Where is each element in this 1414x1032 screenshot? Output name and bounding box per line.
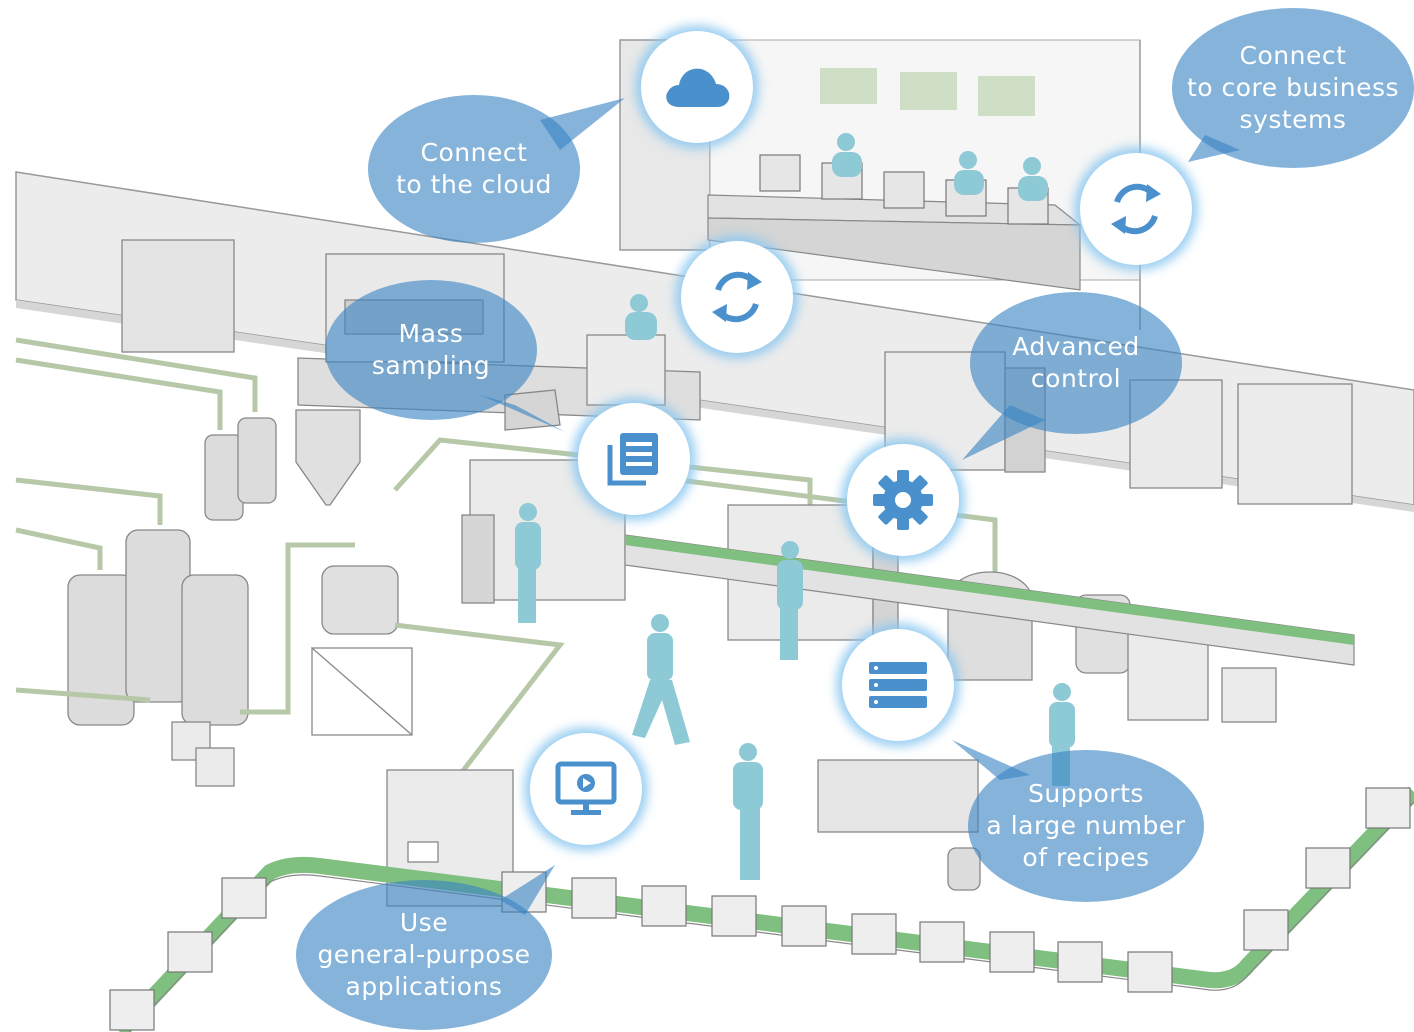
cloud-icon-badge[interactable] — [641, 31, 753, 143]
callout-core-business-text: Connect to core business systems — [1186, 41, 1400, 134]
callout-recipes-text: Supports a large number of recipes — [986, 779, 1186, 872]
sync-badge-business[interactable] — [1080, 153, 1192, 265]
hopper — [295, 409, 361, 506]
callout-advanced-control: Advanced control — [970, 292, 1182, 434]
mixing-tank — [311, 565, 413, 736]
control-room-window — [978, 76, 1035, 116]
control-room-operators — [832, 133, 1048, 201]
cloud-icon — [666, 68, 730, 107]
callout-applications-text: Use general-purpose applications — [317, 908, 531, 1001]
sync-icon — [712, 271, 762, 323]
callout-core-business: Connect to core business systems — [1172, 8, 1414, 168]
callout-mass-sampling: Mass sampling — [325, 280, 537, 420]
database-icon-badge[interactable] — [842, 629, 954, 741]
sync-icon — [1111, 183, 1161, 235]
control-room-window — [820, 68, 877, 104]
callout-advanced-control-text: Advanced control — [1012, 332, 1140, 393]
monitor-play-icon — [555, 761, 617, 815]
sync-badge-middle[interactable] — [681, 241, 793, 353]
piping — [15, 337, 998, 787]
monitor-icon-badge[interactable] — [530, 733, 642, 845]
database-icon — [869, 662, 927, 708]
gear-icon-badge[interactable] — [847, 444, 959, 556]
callout-recipes: Supports a large number of recipes — [968, 750, 1204, 902]
gear-icon — [873, 470, 933, 530]
lower-conveyor — [114, 786, 1414, 1032]
control-room-window — [900, 72, 957, 110]
callout-mass-sampling-text: Mass sampling — [371, 319, 491, 380]
storage-tanks — [67, 417, 277, 726]
documents-icon-badge[interactable] — [578, 403, 690, 515]
callout-cloud-text: Connect to the cloud — [396, 138, 552, 199]
documents-icon — [607, 433, 658, 486]
conveyor-boxes — [109, 787, 1411, 1031]
sampling-operator — [625, 294, 657, 340]
